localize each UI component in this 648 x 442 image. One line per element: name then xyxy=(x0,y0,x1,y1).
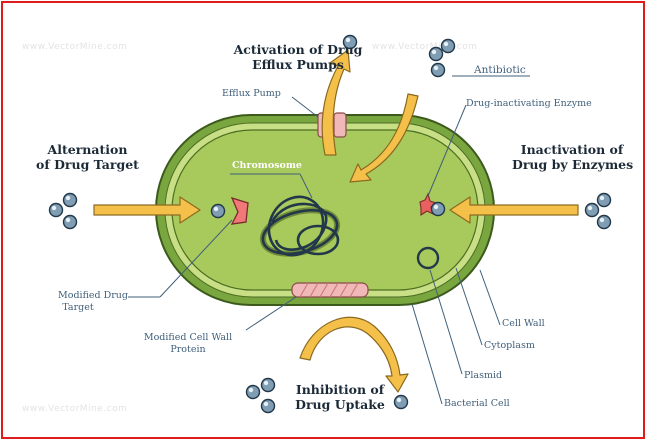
label-modified-target-line2: Target xyxy=(28,302,128,314)
heading-alternation: Alternation of Drug Target xyxy=(36,142,139,172)
label-chromosome: Chromosome xyxy=(232,160,302,172)
label-antibiotic: Antibiotic xyxy=(474,64,526,76)
efflux-pump-right xyxy=(334,113,346,137)
heading-alternation-line2: of Drug Target xyxy=(36,157,139,172)
heading-inactivation-line1: Inactivation of xyxy=(512,142,632,157)
heading-activation-line2: Efflux Pumps xyxy=(218,57,378,72)
label-cell-wall: Cell Wall xyxy=(502,318,545,330)
label-efflux-pump: Efflux Pump xyxy=(222,88,281,100)
heading-inactivation: Inactivation of Drug by Enzymes xyxy=(512,142,632,172)
heading-inactivation-line2: Drug by Enzymes xyxy=(512,157,632,172)
label-modified-cell-wall-protein: Modified Cell Wall Protein xyxy=(130,332,246,356)
label-cytoplasm: Cytoplasm xyxy=(484,340,535,352)
leader-bacterial-cell xyxy=(412,304,442,404)
heading-inhibition-line1: Inhibition of xyxy=(288,382,392,397)
leader-cytoplasm xyxy=(456,268,482,345)
label-modified-target-line1: Modified Drug xyxy=(28,290,128,302)
heading-inhibition: Inhibition of Drug Uptake xyxy=(288,382,392,412)
leader-cell-wall xyxy=(480,270,500,325)
heading-inhibition-line2: Drug Uptake xyxy=(288,397,392,412)
label-drug-inactivating-enzyme: Drug-inactivating Enzyme xyxy=(466,98,592,110)
label-modified-wall-line1: Modified Cell Wall xyxy=(130,332,246,344)
label-bacterial-cell: Bacterial Cell xyxy=(444,398,510,410)
arrow-inactivation xyxy=(450,197,578,223)
label-plasmid: Plasmid xyxy=(464,370,502,382)
heading-activation-line1: Activation of Drug xyxy=(218,42,378,57)
heading-alternation-line1: Alternation xyxy=(36,142,139,157)
arrow-alternation xyxy=(94,197,200,223)
heading-activation: Activation of Drug Efflux Pumps xyxy=(218,42,378,72)
label-modified-wall-line2: Protein xyxy=(130,344,246,356)
arrow-inhibition xyxy=(300,317,408,392)
label-modified-drug-target: Modified Drug Target xyxy=(28,290,128,314)
